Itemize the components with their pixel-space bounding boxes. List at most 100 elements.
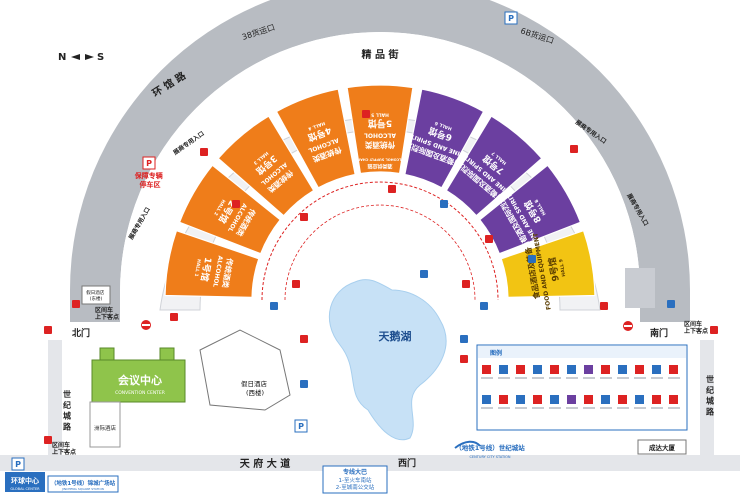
legend-caption-line	[498, 377, 510, 379]
metro-left-en: JINCHENG SQUARE STATION	[61, 487, 104, 491]
shuttle-box	[322, 465, 388, 494]
vip-parking-label: 保障专辆 停车区	[134, 171, 165, 189]
facility-icons	[44, 110, 718, 444]
legend-icon	[652, 395, 661, 404]
right-grey-building	[625, 268, 655, 308]
facility-icon	[44, 326, 52, 334]
left-stop-line1: 区间车	[95, 306, 113, 314]
shuttle-line-1: 1-至火车南站	[339, 476, 372, 484]
hall-5[interactable]	[346, 84, 414, 175]
legend-icon	[550, 395, 559, 404]
legend-caption-line	[668, 377, 680, 379]
hall-1-title-en: HALL 1	[193, 259, 202, 277]
right-stop-label: 区间车 上下客点	[684, 320, 708, 335]
legend-icon	[584, 395, 593, 404]
hall-4[interactable]	[275, 88, 356, 189]
facility-icon	[528, 255, 536, 263]
parking-icon-bottom	[294, 419, 308, 433]
legend-caption-line	[617, 377, 629, 379]
hall-2[interactable]	[178, 164, 282, 255]
facility-icon	[710, 326, 718, 334]
shiji-road-right	[700, 340, 714, 455]
facility-icon	[420, 270, 428, 278]
inner-dashed-route	[261, 181, 499, 301]
legend-caption-line	[583, 407, 595, 409]
facility-icon	[667, 300, 675, 308]
facility-icon	[200, 148, 208, 156]
right-stop-line1: 区间车	[684, 320, 702, 328]
metro-right-label: （地铁1号线）世纪城站	[455, 443, 525, 452]
legend-icon	[516, 395, 525, 404]
legend-caption-line	[549, 407, 561, 409]
legend-icon	[669, 365, 678, 374]
facility-icon	[270, 302, 278, 310]
hall-5-title: 5号馆	[368, 118, 392, 130]
legend-caption-line	[600, 407, 612, 409]
svg-text:P: P	[146, 159, 152, 168]
legend-caption-line	[549, 377, 561, 379]
vip-parking-line1: 保障专辆	[134, 171, 163, 180]
svg-text:P: P	[298, 422, 304, 431]
hall-9[interactable]	[500, 229, 596, 298]
facility-icon	[388, 185, 396, 193]
north-gate-label: 北门	[72, 327, 90, 339]
legend-icon	[482, 365, 491, 374]
hall-5-category-en: ALCOHOL	[364, 132, 396, 139]
legend-caption-line	[566, 377, 578, 379]
legend-icon	[584, 365, 593, 374]
legend-icon	[635, 365, 644, 374]
legend-caption-line	[498, 407, 510, 409]
right-stop-line2: 上下客点	[684, 327, 708, 335]
holiday-hotel-east-label: 假日酒店 (东楼)	[86, 289, 105, 302]
global-center-en: GLOBAL CENTER	[10, 487, 40, 491]
facility-icon	[300, 380, 308, 388]
hall-8[interactable]	[478, 164, 582, 255]
convention-center-en: CONVENTION CENTER	[115, 390, 165, 396]
holiday-hotel-west	[199, 329, 291, 411]
legend-caption-line	[617, 407, 629, 409]
legend-caption-line	[583, 377, 595, 379]
legend-icon	[601, 365, 610, 374]
facility-icon	[300, 213, 308, 221]
legend-icon	[499, 365, 508, 374]
legend-caption-line	[634, 377, 646, 379]
compass-south: S	[97, 52, 104, 63]
legend-icon	[516, 365, 525, 374]
legend-icon	[499, 395, 508, 404]
parking-icon-left	[142, 156, 156, 170]
legend-icon	[567, 395, 576, 404]
svg-text:P: P	[15, 460, 21, 469]
facility-icon	[462, 280, 470, 288]
legend-icon	[550, 365, 559, 374]
legend-caption-line	[668, 407, 680, 409]
metro-right-en: CENTURY CITY STATION	[469, 455, 510, 459]
tianfu-avenue-label: 天 府 大 道	[240, 457, 290, 470]
legend-caption-line	[634, 407, 646, 409]
hall-3[interactable]	[217, 115, 315, 217]
facility-icon	[362, 110, 370, 118]
hall-1[interactable]	[164, 229, 260, 298]
legend-caption-line	[532, 377, 544, 379]
hall-5-supply: 酒类供应链	[367, 163, 393, 170]
facility-icon	[485, 235, 493, 243]
convention-center-label: 会议中心	[118, 373, 162, 387]
hall-6[interactable]	[404, 88, 485, 189]
west-gate-label: 西门	[398, 457, 416, 469]
legend-caption-line	[481, 407, 493, 409]
shiji-road-right-label: 世 纪 城 路	[705, 374, 715, 416]
global-center-box	[5, 472, 45, 492]
compass-north: N	[58, 52, 66, 63]
facility-icon	[300, 335, 308, 343]
legend-caption-line	[651, 407, 663, 409]
legend-icon	[635, 395, 644, 404]
legend-caption-line	[515, 407, 527, 409]
holiday-hotel-east	[81, 285, 111, 305]
hall-7[interactable]	[445, 115, 543, 217]
swan-lake	[328, 279, 447, 441]
hall-5-title-en: HALL 5	[371, 112, 389, 118]
legend-caption-line	[481, 377, 493, 379]
facility-icon	[72, 300, 80, 308]
